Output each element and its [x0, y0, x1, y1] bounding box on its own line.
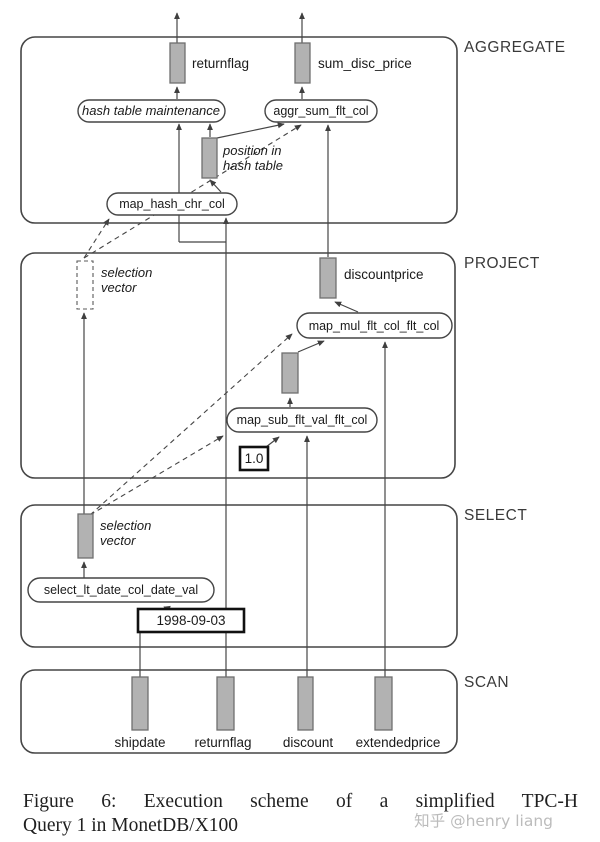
- pill-label-hash-maintenance: hash table maintenance: [82, 103, 220, 118]
- label-returnflag: returnflag: [194, 735, 251, 750]
- label-returnflag-out: returnflag: [192, 56, 249, 71]
- pill-label-aggr-sum: aggr_sum_flt_col: [273, 104, 368, 118]
- bar-returnflag-result: [169, 42, 186, 84]
- label-selection-select: selection: [100, 518, 151, 533]
- pill-hash-maintenance: [77, 99, 226, 123]
- section-label-aggregate: AGGREGATE: [464, 39, 566, 56]
- bar-extendedprice: [374, 676, 393, 731]
- bar-shipdate: [131, 676, 149, 731]
- watermark: 知乎 @henry liang: [414, 812, 553, 830]
- pill-map-mul: [296, 312, 453, 339]
- bar-sumdisc-result: [294, 42, 311, 84]
- caption-line2: Query 1 in MonetDB/X100: [23, 815, 239, 836]
- pill-label-map-sub: map_sub_flt_val_flt_col: [237, 413, 368, 427]
- label-vector-project: vector: [101, 280, 137, 295]
- dashed-selvec-to-mapsub: [89, 435, 224, 516]
- const-box-one: [238, 445, 270, 472]
- pill-label-select-lt: select_lt_date_col_date_val: [44, 583, 198, 597]
- connector-lines: [81, 12, 388, 677]
- section-label-select: SELECT: [464, 507, 527, 524]
- label-discountprice: discountprice: [344, 267, 424, 282]
- dashed-selection-vector-rect: [76, 260, 94, 310]
- const-label-one: 1.0: [245, 451, 264, 466]
- bar-position-in-hash: [201, 137, 218, 179]
- pill-map-sub: [226, 407, 378, 433]
- scan-box: [20, 669, 458, 754]
- const-box-date: [136, 607, 246, 634]
- dashed-selvec-to-aggr: [83, 124, 302, 259]
- label-position-in: position in: [222, 143, 282, 158]
- dashed-selvec-to-maphash: [83, 218, 110, 259]
- label-selection-project: selection: [101, 265, 152, 280]
- aggregate-box: [20, 36, 458, 224]
- bar-discount: [297, 676, 314, 731]
- label-hash-table: hash table: [223, 158, 283, 173]
- execution-scheme-diagram: AGGREGATE PROJECT SELECT SCAN hash table…: [20, 12, 566, 754]
- section-label-scan: SCAN: [464, 674, 509, 691]
- label-sum-disc-price: sum_disc_price: [318, 56, 412, 71]
- dashed-selection-links: [83, 124, 302, 516]
- label-shipdate: shipdate: [114, 735, 165, 750]
- pill-aggr-sum: [264, 99, 378, 123]
- pill-select-lt: [27, 577, 215, 603]
- pill-map-hash: [106, 192, 238, 216]
- arrow-maphash-to-position: [209, 179, 222, 193]
- bar-returnflag-scan: [216, 676, 235, 731]
- section-label-project: PROJECT: [464, 255, 540, 272]
- arrow-position-to-aggr: [216, 122, 285, 139]
- label-extendedprice: extendedprice: [356, 735, 441, 750]
- bar-selection-vector: [77, 513, 94, 559]
- label-discount: discount: [283, 735, 334, 750]
- arrow-mapmul-to-discountprice: [334, 301, 359, 313]
- const-label-date: 1998-09-03: [156, 613, 225, 628]
- arrow-midbar-to-mapmul: [297, 340, 325, 353]
- bar-sub-result: [281, 352, 299, 394]
- dashed-selvec-to-mapmul: [89, 333, 293, 516]
- label-vector-select: vector: [100, 533, 136, 548]
- bar-discountprice: [319, 257, 337, 299]
- pill-label-map-mul: map_mul_flt_col_flt_col: [309, 319, 440, 333]
- pill-label-map-hash: map_hash_chr_col: [119, 197, 225, 211]
- select-box: [20, 504, 458, 648]
- caption-line1: Figure 6: Execution scheme of a simplifi…: [23, 791, 578, 812]
- arrow-one-to-mapsub: [265, 436, 280, 448]
- project-box: [20, 252, 456, 479]
